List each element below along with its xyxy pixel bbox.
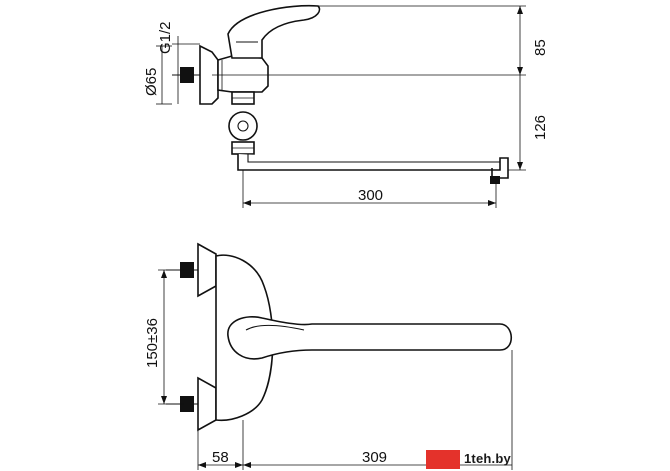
dim-wall-offset: 58 [212,449,229,466]
watermark: 1teh.by [426,450,664,469]
dim-height-handle: 85 [532,39,549,56]
dim-spout-length: 300 [358,187,383,204]
front-view: 150±36 58 309 [144,242,513,470]
dim-height-spout: 126 [532,115,549,140]
side-view: G1/2 Ø65 85 126 300 [143,4,549,208]
dim-thread: G1/2 [157,21,174,54]
dim-spout-reach: 309 [362,449,387,466]
dim-diameter: Ø65 [143,68,160,96]
watermark-red-block [426,450,460,469]
dim-center-distance: 150±36 [144,318,161,368]
watermark-text: 1teh.by [464,451,511,466]
